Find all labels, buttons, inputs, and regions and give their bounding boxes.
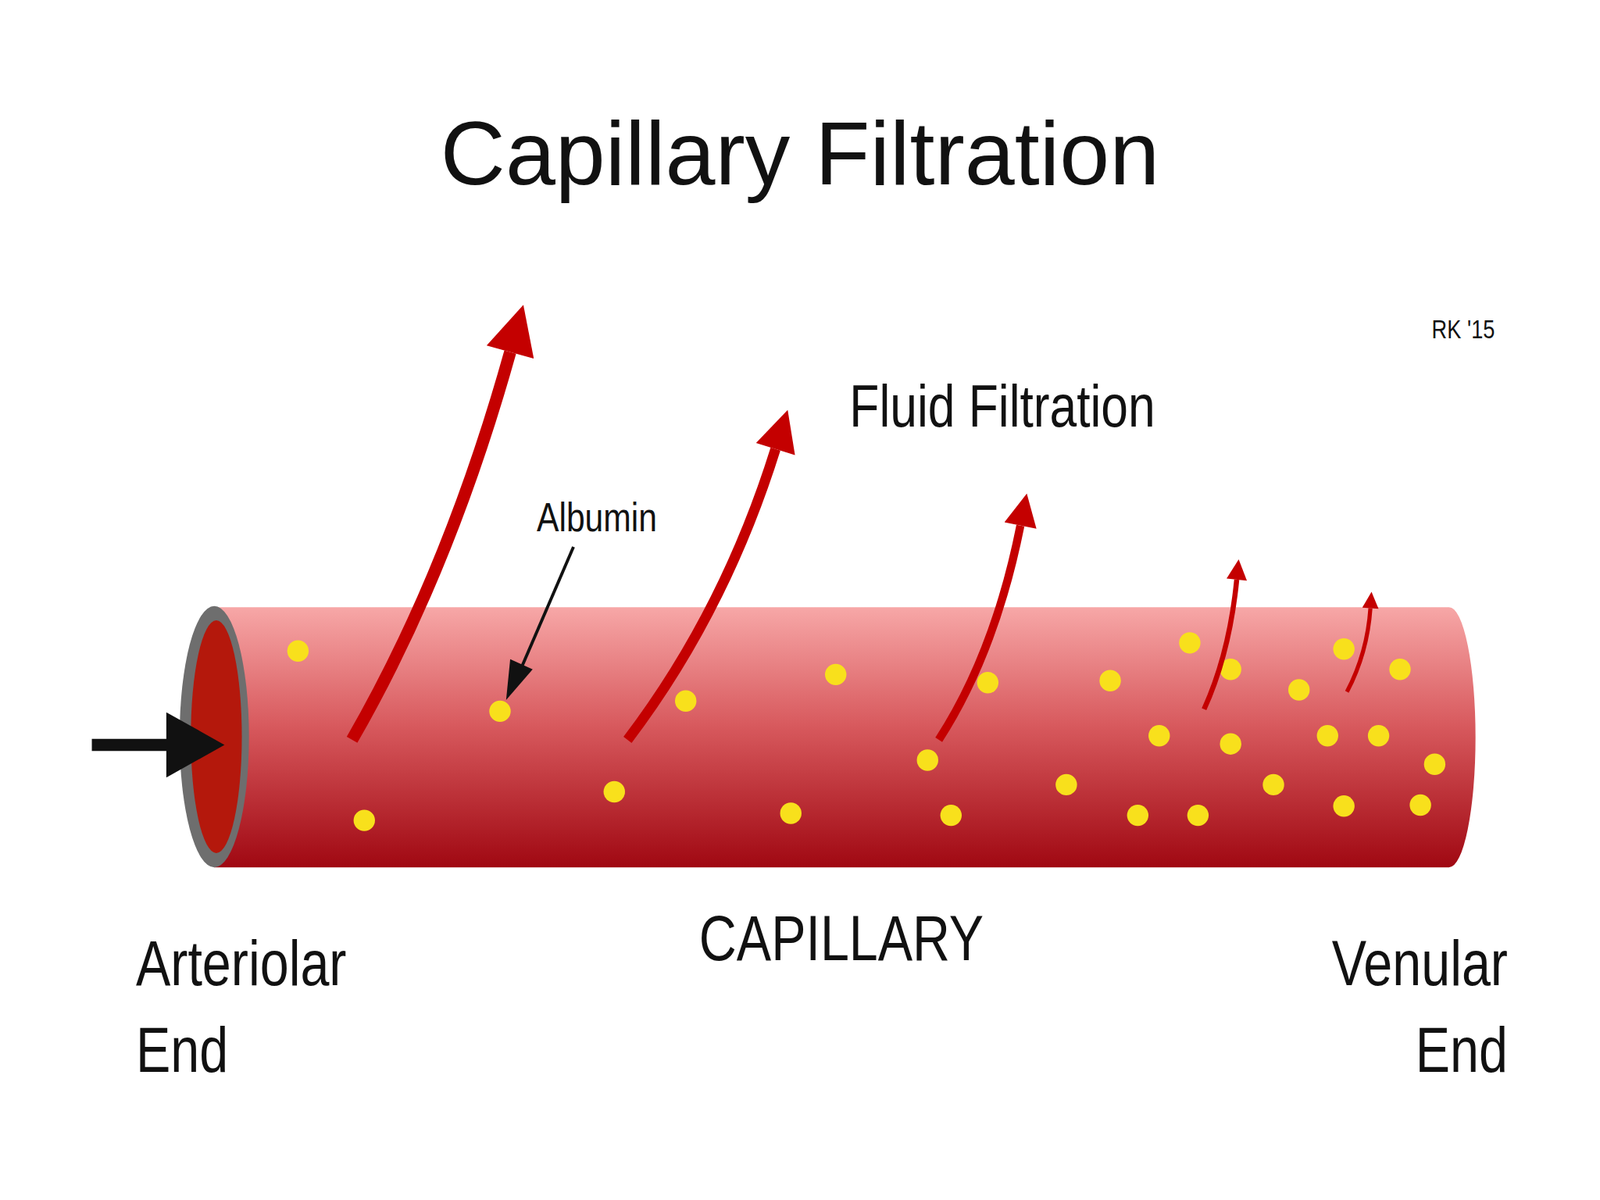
capillary-label: CAPILLARY xyxy=(699,902,984,975)
albumin-dot xyxy=(940,804,962,826)
albumin-dot xyxy=(1127,804,1149,826)
flow-arrow-shaft xyxy=(92,739,176,752)
albumin-dot xyxy=(675,690,697,712)
albumin-dot xyxy=(353,809,375,831)
albumin-dot xyxy=(1332,638,1354,660)
albumin-dot xyxy=(1424,753,1446,775)
albumin-dot xyxy=(1187,804,1209,826)
albumin-dot xyxy=(917,749,939,771)
albumin-dot xyxy=(1288,678,1310,700)
albumin-dot xyxy=(1389,658,1411,680)
albumin-dot xyxy=(1317,725,1339,747)
albumin-dot xyxy=(1332,795,1354,817)
albumin-dot xyxy=(1262,774,1284,796)
filtration-arrows xyxy=(352,352,1372,740)
albumin-dot xyxy=(1409,794,1431,816)
albumin-leader-head xyxy=(506,659,533,700)
albumin-dot xyxy=(603,781,625,803)
venular-end-label: Venular End xyxy=(1251,920,1508,1094)
albumin-dot xyxy=(780,802,802,824)
albumin-dot xyxy=(1148,725,1170,747)
filtration-arrow xyxy=(1346,607,1371,692)
flow-arrow-head xyxy=(166,712,225,779)
filtration-arrow xyxy=(939,525,1021,740)
filtration-arrow xyxy=(352,352,511,740)
albumin-dot xyxy=(977,671,999,693)
albumin-dot xyxy=(489,700,511,722)
albumin-label: Albumin xyxy=(536,494,658,542)
filtration-label: Fluid Filtration xyxy=(849,371,1155,440)
albumin-dots xyxy=(287,632,1446,832)
albumin-dot xyxy=(1219,732,1241,754)
author-mark: RK '15 xyxy=(1432,314,1496,345)
filtration-arrow xyxy=(1203,579,1237,710)
albumin-dot xyxy=(825,664,847,686)
filtration-arrow xyxy=(627,449,775,740)
arteriolar-end-label: Arteriolar End xyxy=(135,920,393,1094)
albumin-dot xyxy=(287,640,309,662)
albumin-dot xyxy=(1178,632,1200,654)
albumin-leader xyxy=(522,546,574,666)
albumin-dot xyxy=(1099,669,1121,691)
albumin-dot xyxy=(1055,774,1077,796)
diagram-title: Capillary Filtration xyxy=(440,103,1160,204)
albumin-dot xyxy=(1367,725,1390,747)
